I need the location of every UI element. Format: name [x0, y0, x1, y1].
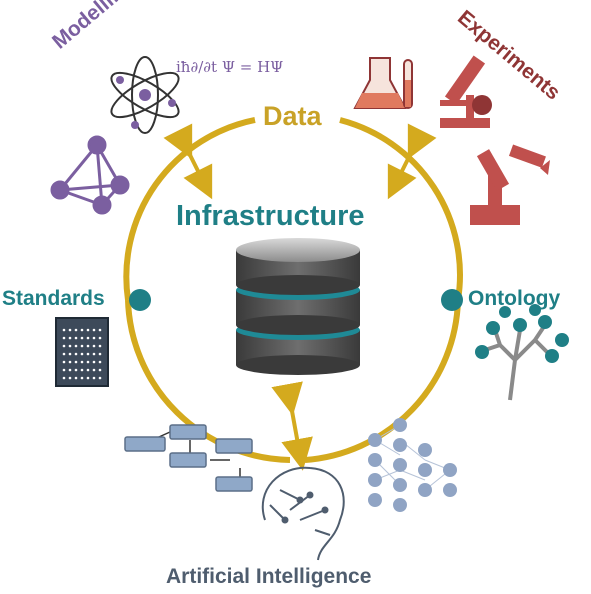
robot-arm-icon [470, 144, 550, 225]
label-standards: Standards [2, 287, 105, 310]
standards-node [129, 289, 151, 311]
arrow-ai [271, 381, 313, 471]
label-ontology: Ontology [468, 287, 561, 310]
brain-icon [261, 466, 345, 561]
arrow-data-modelling [163, 123, 213, 200]
ontology-node [441, 289, 463, 311]
data-cycle-ring [123, 117, 463, 463]
microarray-icon [55, 317, 109, 387]
tree-icon [475, 304, 569, 401]
database-icon [236, 238, 360, 375]
neural-network-icon [368, 418, 457, 512]
tetrahedron-icon [50, 135, 130, 215]
microscope-icon [440, 55, 492, 128]
flask-icon [353, 57, 407, 109]
label-data: Data [263, 101, 322, 131]
atom-icon [110, 56, 180, 134]
test-tube-icon [403, 59, 413, 109]
label-artificial-intelligence: Artificial Intelligence [166, 565, 372, 588]
label-infrastructure: Infrastructure [176, 200, 365, 232]
schrodinger-equation: iħ∂/∂t Ψ = HΨ [176, 58, 284, 76]
flowchart-icon [124, 424, 253, 492]
arrow-data-experiments [387, 123, 437, 200]
